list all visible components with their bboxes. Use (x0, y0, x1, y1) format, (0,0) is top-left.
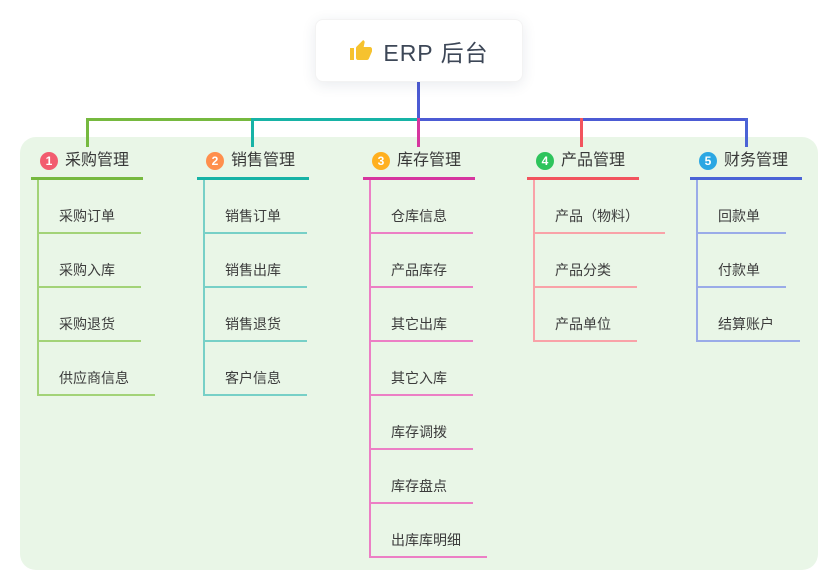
bus-line-segment (87, 118, 253, 121)
child-node[interactable]: 产品库存 (371, 234, 487, 288)
child-node[interactable]: 回款单 (698, 180, 800, 234)
child-node[interactable]: 其它出库 (371, 288, 487, 342)
child-node[interactable]: 销售出库 (205, 234, 307, 288)
branch-2: 2 销售管理 销售订单 销售出库 销售退货 客户信息 (197, 150, 310, 396)
root-node[interactable]: ERP 后台 (315, 19, 523, 82)
child-label: 产品分类 (535, 261, 637, 288)
child-label: 供应商信息 (39, 369, 155, 396)
branch-drop-line (86, 118, 89, 147)
branch-number-badge: 2 (206, 152, 224, 170)
child-label: 其它出库 (371, 315, 473, 342)
child-label: 销售订单 (205, 207, 307, 234)
branch-number-badge: 3 (372, 152, 390, 170)
child-label: 付款单 (698, 261, 786, 288)
child-node[interactable]: 其它入库 (371, 342, 487, 396)
branch-number-badge: 5 (699, 152, 717, 170)
child-node[interactable]: 客户信息 (205, 342, 307, 396)
child-label: 出库库明细 (371, 531, 487, 558)
child-node[interactable]: 库存盘点 (371, 450, 487, 504)
child-node[interactable]: 采购订单 (39, 180, 155, 234)
branch-children: 仓库信息 产品库存 其它出库 其它入库 库存调拨 库存盘点 出库库明细 (369, 180, 487, 558)
branch-1: 1 采购管理 采购订单 采购入库 采购退货 供应商信息 (31, 150, 155, 396)
child-label: 产品（物料） (535, 207, 665, 234)
branches-panel (20, 137, 818, 570)
child-node[interactable]: 库存调拨 (371, 396, 487, 450)
root-label: ERP 后台 (383, 39, 489, 66)
child-label: 采购订单 (39, 207, 141, 234)
child-label: 其它入库 (371, 369, 473, 396)
branch-3: 3 库存管理 仓库信息 产品库存 其它出库 其它入库 库存调拨 库存盘点 出库库… (363, 150, 487, 558)
branch-5: 5 财务管理 回款单 付款单 结算账户 (690, 150, 803, 342)
branch-header[interactable]: 3 库存管理 (363, 150, 476, 180)
child-label: 产品单位 (535, 315, 637, 342)
branch-title: 产品管理 (561, 152, 626, 169)
branch-4: 4 产品管理 产品（物料） 产品分类 产品单位 (527, 150, 665, 342)
child-label: 销售出库 (205, 261, 307, 288)
child-node[interactable]: 产品单位 (535, 288, 665, 342)
child-label: 销售退货 (205, 315, 307, 342)
child-node[interactable]: 采购退货 (39, 288, 155, 342)
branch-header[interactable]: 5 财务管理 (690, 150, 803, 180)
child-label: 回款单 (698, 207, 786, 234)
child-label: 库存盘点 (371, 477, 473, 504)
child-node[interactable]: 销售订单 (205, 180, 307, 234)
branch-drop-line (417, 118, 420, 147)
branch-header[interactable]: 4 产品管理 (527, 150, 640, 180)
child-node[interactable]: 出库库明细 (371, 504, 487, 558)
branch-drop-line (745, 118, 748, 147)
branch-drop-line (580, 118, 583, 147)
child-node[interactable]: 产品分类 (535, 234, 665, 288)
child-node[interactable]: 销售退货 (205, 288, 307, 342)
child-label: 采购退货 (39, 315, 141, 342)
branch-children: 回款单 付款单 结算账户 (696, 180, 800, 342)
child-label: 仓库信息 (371, 207, 473, 234)
branch-number-badge: 1 (40, 152, 58, 170)
child-node[interactable]: 仓库信息 (371, 180, 487, 234)
branch-number-badge: 4 (536, 152, 554, 170)
child-label: 库存调拨 (371, 423, 473, 450)
child-node[interactable]: 结算账户 (698, 288, 800, 342)
branch-title: 库存管理 (397, 152, 462, 169)
branch-drop-line (251, 118, 254, 147)
child-node[interactable]: 采购入库 (39, 234, 155, 288)
branch-children: 产品（物料） 产品分类 产品单位 (533, 180, 665, 342)
child-node[interactable]: 供应商信息 (39, 342, 155, 396)
child-label: 结算账户 (698, 315, 800, 342)
branch-children: 销售订单 销售出库 销售退货 客户信息 (203, 180, 307, 396)
bus-line-segment (252, 118, 419, 121)
child-node[interactable]: 付款单 (698, 234, 800, 288)
child-label: 产品库存 (371, 261, 473, 288)
branch-title: 财务管理 (724, 152, 789, 169)
root-stem-line (417, 82, 420, 121)
bus-line-segment (418, 118, 748, 121)
branch-header[interactable]: 2 销售管理 (197, 150, 310, 180)
child-label: 采购入库 (39, 261, 141, 288)
branch-title: 销售管理 (231, 152, 296, 169)
thumbs-up-icon (349, 39, 373, 63)
branch-header[interactable]: 1 采购管理 (31, 150, 144, 180)
branch-title: 采购管理 (65, 152, 130, 169)
child-node[interactable]: 产品（物料） (535, 180, 665, 234)
branch-children: 采购订单 采购入库 采购退货 供应商信息 (37, 180, 155, 396)
child-label: 客户信息 (205, 369, 307, 396)
